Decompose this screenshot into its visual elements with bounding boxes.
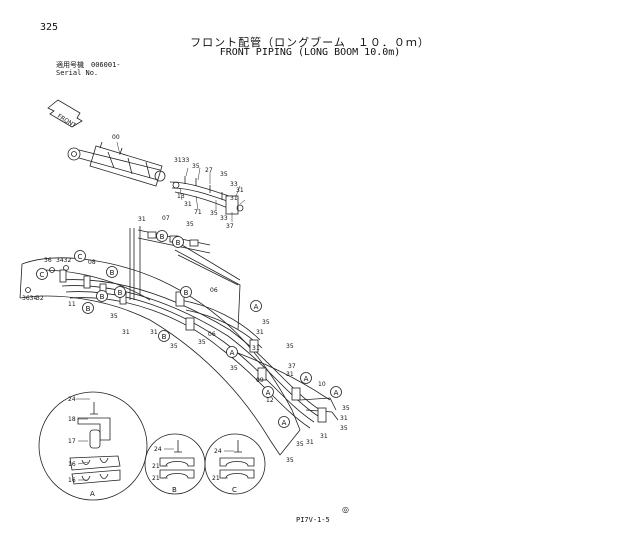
callout-71: 71 (194, 209, 202, 216)
callout-31-l: 31 (306, 439, 314, 446)
callout-31-f: 31 (150, 329, 158, 336)
callout-31-k: 31 (320, 433, 328, 440)
detail-a-17: 17 (68, 438, 76, 445)
detail-c-24: 24 (214, 448, 222, 455)
callout-37: 37 (226, 223, 234, 230)
detail-b-21a: 21 (152, 463, 160, 470)
callout-09: 09 (256, 377, 264, 384)
callout-31-g: 31 (256, 329, 264, 336)
ref-a-6: A (282, 419, 287, 427)
detail-a-16b: 16 (68, 477, 76, 484)
detail-a (38, 391, 148, 501)
callout-12: 12 (266, 397, 274, 404)
callout-07: 07 (162, 215, 170, 222)
callout-3133: 3133 (174, 157, 189, 164)
ref-c-1: C (78, 253, 83, 261)
callout-31-c: 31 (184, 201, 192, 208)
callout-35-n: 35 (286, 457, 294, 464)
callout-35-e: 35 (110, 313, 118, 320)
callout-31-d: 31 (138, 216, 146, 223)
serial-label-en: Serial No. (56, 69, 99, 77)
callout-3432: 3432 (56, 257, 71, 264)
callout-00: 00 (112, 134, 120, 141)
callout-35-c: 35 (210, 210, 218, 217)
callout-11: 11 (68, 301, 76, 308)
callout-35-i: 35 (286, 343, 294, 350)
serial-label-jp: 適用号機 006001- (56, 61, 121, 69)
detail-a-label: A (90, 490, 95, 498)
callout-35-m: 35 (296, 441, 304, 448)
detail-b-21b: 21 (152, 475, 160, 482)
callout-33-a: 33 (230, 181, 238, 188)
title-english: FRONT PIPING (LONG BOOM 10.0m) (219, 47, 401, 58)
callout-35-g: 35 (198, 339, 206, 346)
ref-a-3: A (304, 375, 309, 383)
stamp-mark: ◎ (342, 505, 349, 514)
callout-31-i: 31 (286, 371, 294, 378)
boom-structure (19, 257, 301, 456)
callout-3634: 3634 (22, 295, 37, 302)
callout-27: 27 (205, 167, 213, 174)
detail-b-24: 24 (154, 446, 162, 453)
ref-b-8: B (184, 289, 189, 297)
ref-b-5: B (160, 233, 165, 241)
detail-a-16a: 16 (68, 461, 76, 468)
ref-a-1: A (254, 303, 259, 311)
callout-35-j: 35 (230, 365, 238, 372)
callout-31-e: 31 (122, 329, 130, 336)
ref-c-2: C (40, 271, 45, 279)
callout-06-b: 06 (208, 331, 216, 338)
ref-a-2: A (230, 349, 235, 357)
ref-b-1: B (110, 269, 115, 277)
footer-code: PI7V-1-5 (296, 516, 330, 524)
callout-31-b: 31 (230, 195, 238, 202)
callout-35-h: 35 (262, 319, 270, 326)
page-number: 325 (40, 22, 59, 33)
callout-32: 32 (36, 295, 44, 302)
callout-31-a: 31 (236, 187, 244, 194)
callout-31-h: 31 (252, 345, 260, 352)
callout-35-f: 35 (170, 343, 178, 350)
callout-35-d: 35 (186, 221, 194, 228)
callout-33-b: 33 (220, 215, 228, 222)
ref-b-4: B (86, 305, 91, 313)
ref-b-7: B (162, 333, 167, 341)
detail-a-18: 18 (68, 416, 76, 423)
callout-06-a: 06 (210, 287, 218, 294)
callout-10: 10 (318, 381, 326, 388)
callout-36-a: 36 (44, 257, 52, 264)
callout-31-j: 31 (340, 415, 348, 422)
ref-b-3: B (100, 293, 105, 301)
ref-b-2: B (118, 289, 123, 297)
detail-c-label: C (232, 486, 237, 494)
callout-37-b: 37 (288, 363, 296, 370)
callout-13: 13 (177, 193, 185, 200)
callout-35-b: 35 (220, 171, 228, 178)
callout-35-k: 35 (342, 405, 350, 412)
callout-35-l: 35 (340, 425, 348, 432)
detail-a-24: 24 (68, 396, 76, 403)
reference-circles (36, 230, 342, 428)
detail-c-21: 21 (212, 475, 220, 482)
callout-35-a: 35 (192, 163, 200, 170)
boom-cylinder (67, 141, 166, 187)
ref-a-4: A (266, 389, 271, 397)
ref-a-5: A (334, 389, 339, 397)
callout-08: 08 (88, 259, 96, 266)
title-japanese: フロント配管（ロングブーム １０．０ｍ） (190, 36, 430, 49)
ref-b-6: B (176, 239, 181, 247)
detail-c (204, 433, 266, 495)
detail-b (144, 433, 206, 495)
front-arrow: FRONT (47, 99, 83, 130)
detail-b-label: B (172, 486, 177, 494)
